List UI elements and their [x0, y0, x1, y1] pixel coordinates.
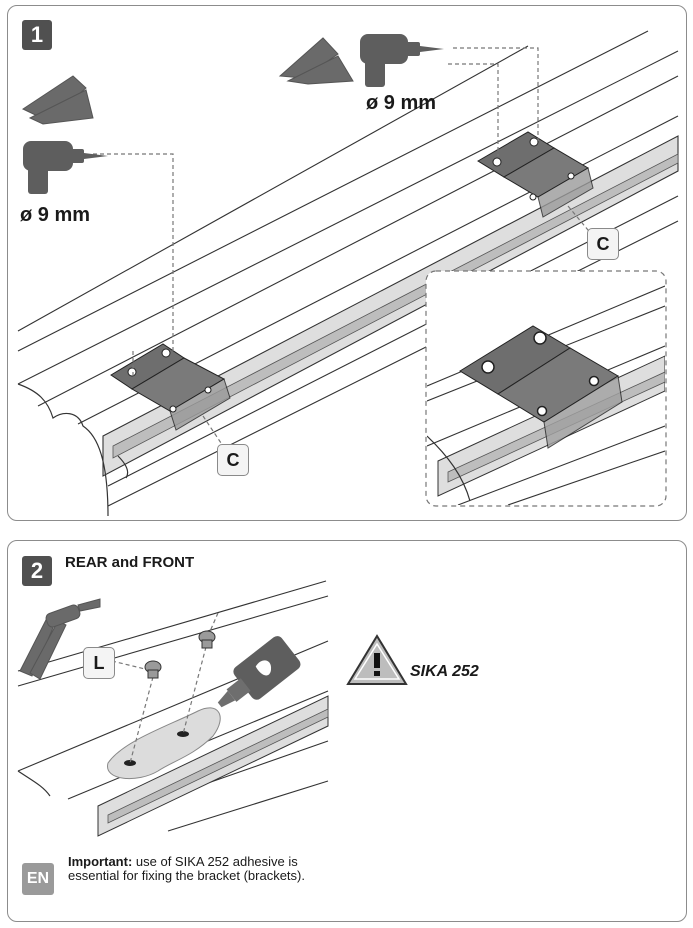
language-badge: EN: [22, 863, 54, 895]
callout-c: C: [587, 228, 619, 260]
step-1-illustration: [17, 30, 679, 517]
step-number-badge: 2: [22, 556, 52, 586]
warning-triangle-icon: [346, 634, 408, 685]
note-bold: Important:: [68, 854, 133, 869]
bracket-icon: [110, 343, 231, 431]
callout-l: L: [83, 647, 115, 679]
note-line-1: use of SIKA 252 adhesive is: [132, 854, 298, 869]
step-title: REAR and FRONT: [65, 554, 195, 571]
important-note: Important: use of SIKA 252 adhesive is e…: [68, 855, 305, 883]
bracket-icon: [477, 131, 594, 218]
step-2-illustration: [17, 580, 408, 837]
warning-text: SIKA 252: [410, 663, 479, 680]
step-2-panel: 2 REAR and FRONT L SIKA 252 EN Important…: [7, 540, 687, 922]
step-number-badge: 1: [22, 20, 52, 50]
callout-c: C: [217, 444, 249, 476]
drill-size-label: ø 9 mm: [20, 204, 91, 226]
pliers-icon: [21, 37, 354, 125]
drill-icon: [23, 34, 444, 194]
drill-size-label: ø 9 mm: [366, 92, 437, 114]
rivet-icon: [144, 630, 216, 679]
note-line-2: essential for fixing the bracket (bracke…: [68, 868, 305, 883]
adhesive-tube-icon: [217, 636, 301, 708]
step-1-panel: 1 ø 9 mm ø 9 mm C C: [7, 5, 687, 521]
rivet-gun-icon: [19, 598, 101, 680]
